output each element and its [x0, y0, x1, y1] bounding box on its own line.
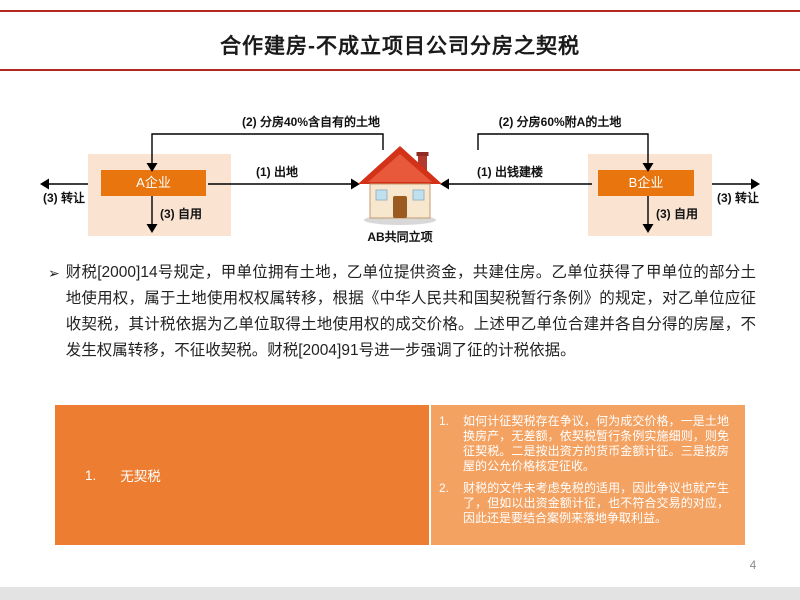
page-title: 合作建房-不成立项目公司分房之契税: [220, 35, 580, 58]
label-provide-land: (1) 出地: [255, 165, 298, 179]
bottom-left-block: 1. 无契税: [55, 405, 429, 545]
left-item-number: 1.: [85, 467, 97, 483]
list-item-text: 财税的文件未考虑免税的适用，因此争议也就产生了，但如以出资金额计征，也不符合交易…: [463, 481, 729, 525]
list-item: 2. 财税的文件未考虑免税的适用，因此争议也就产生了，但如以出资金额计征，也不符…: [439, 481, 729, 526]
label-share-b: (2) 分房60%附A的土地: [498, 115, 622, 129]
label-transfer-right: (3) 转让: [716, 191, 759, 205]
label-transfer-left: (3) 转让: [42, 191, 85, 205]
company-a-box: A企业: [101, 170, 206, 196]
label-self-use-b: (3) 自用: [656, 207, 699, 221]
bottom-edge: [0, 587, 800, 600]
body-paragraph: ➢ 财税[2000]14号规定，甲单位拥有土地，乙单位提供资金，共建住房。乙单位…: [48, 260, 756, 364]
house-label: AB共同立项: [367, 230, 433, 244]
bottom-right-block: 1. 如何计征契税存在争议，何为成交价格，一是土地换房产，无差额，依契税暂行条例…: [431, 405, 745, 545]
left-item-text: 无契税: [120, 469, 161, 484]
list-item: 1. 如何计征契税存在争议，何为成交价格，一是土地换房产，无差额，依契税暂行条例…: [439, 414, 729, 474]
top-rule: [0, 10, 800, 12]
bullet-icon: ➢: [48, 265, 60, 281]
label-provide-money: (1) 出钱建楼: [476, 165, 543, 179]
label-share-a: (2) 分房40%含自有的土地: [241, 115, 381, 129]
house-icon: [358, 146, 442, 225]
label-self-use-a: (3) 自用: [160, 207, 203, 221]
list-item-number: 1.: [439, 414, 450, 428]
list-item-text: 如何计征契税存在争议，何为成交价格，一是土地换房产，无差额，依契税暂行条例实施细…: [463, 414, 729, 473]
page-number: 4: [749, 558, 757, 572]
paragraph-text: 财税[2000]14号规定，甲单位拥有土地，乙单位提供资金，共建住房。乙单位获得…: [65, 264, 756, 359]
title-rule: [0, 69, 800, 71]
list-item-number: 2.: [439, 481, 450, 495]
company-b-box: B企业: [598, 170, 694, 196]
